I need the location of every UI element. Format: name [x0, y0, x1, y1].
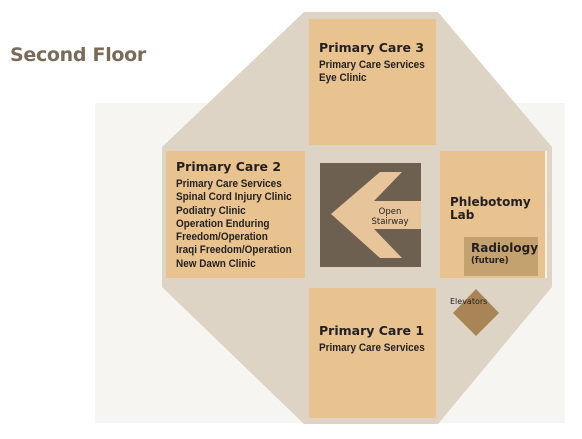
service-item: Freedom/Operation: [176, 231, 268, 244]
room-name: Primary Care 2: [176, 159, 282, 174]
stairway-arrow-icon: [331, 172, 421, 258]
stairway-label-line-2: Stairway: [371, 217, 409, 227]
room-radiology[interactable]: Radiology (future): [464, 237, 538, 276]
room-primary-care-3-area[interactable]: [309, 19, 436, 145]
service-item: Operation Enduring: [176, 217, 270, 230]
room-primary-care-2-area[interactable]: [166, 151, 305, 278]
service-item: Primary Care Services: [319, 59, 425, 71]
room-name-line-2: Lab: [450, 208, 475, 222]
floor-title: Second Floor: [10, 44, 146, 66]
service-item: New Dawn Clinic: [176, 257, 256, 270]
stairway-label: Open Stairway: [365, 207, 415, 227]
service-list: Primary Care Services Spinal Cord Injury…: [176, 178, 299, 271]
service-item: Eye Clinic: [319, 72, 367, 85]
service-item: Spinal Cord Injury Clinic: [176, 191, 292, 204]
room-primary-care-1-area[interactable]: [309, 288, 436, 418]
stairway-label-line-1: Open: [378, 207, 402, 217]
service-item: Podiatry Clinic: [176, 204, 246, 217]
room-primary-care-3[interactable]: Primary Care 3 Primary Care Services Eye…: [319, 40, 432, 86]
service-item: Primary Care Services: [319, 342, 425, 354]
service-list: Primary Care Services: [319, 342, 432, 355]
elevator-marker[interactable]: [453, 289, 499, 336]
room-name: Primary Care 1: [319, 323, 425, 338]
room-name: Primary Care 3: [319, 40, 425, 55]
room-name: Radiology: [471, 241, 539, 255]
room-name-line-1: Phlebotomy: [450, 195, 531, 209]
service-item: Iraqi Freedom/Operation: [176, 244, 292, 257]
room-note: (future): [471, 256, 509, 266]
room-phlebotomy-lab[interactable]: Phlebotomy Lab: [450, 196, 531, 222]
room-primary-care-1[interactable]: Primary Care 1 Primary Care Services: [319, 323, 432, 355]
service-item: Primary Care Services: [176, 178, 282, 190]
service-list: Primary Care Services Eye Clinic: [319, 59, 432, 86]
elevators-label: Elevators: [450, 297, 488, 306]
room-primary-care-2[interactable]: Primary Care 2 Primary Care Services Spi…: [176, 159, 299, 271]
